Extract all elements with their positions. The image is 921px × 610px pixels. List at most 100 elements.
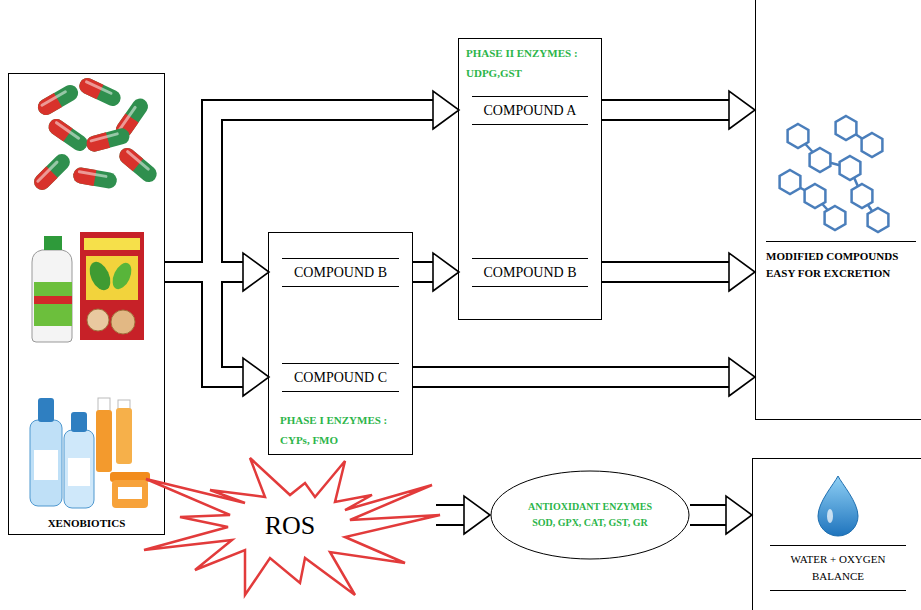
illustration-part bbox=[71, 412, 87, 432]
illustration-part bbox=[40, 90, 67, 108]
block-arrow bbox=[165, 110, 434, 272]
illustration-part bbox=[868, 208, 889, 232]
illustration-part bbox=[118, 105, 138, 131]
node-label: XENOBIOTICS bbox=[9, 516, 164, 530]
arrow-head bbox=[729, 358, 755, 396]
balance-box: WATER + OXYGEN BALANCE bbox=[752, 458, 921, 610]
illustration-part bbox=[34, 450, 58, 480]
arrow-head bbox=[433, 91, 459, 129]
illustration-part bbox=[86, 259, 115, 294]
node-label: COMPOUND C bbox=[282, 369, 399, 386]
illustration-part bbox=[85, 80, 113, 95]
arrow-head bbox=[464, 496, 490, 534]
illustration-part bbox=[34, 296, 72, 304]
illustration-part bbox=[116, 145, 143, 171]
node-label: WATER + OXYGEN BALANCE bbox=[770, 551, 906, 585]
illustration-part bbox=[72, 166, 118, 189]
ellipse-outline bbox=[491, 471, 689, 559]
node-label: COMPOUND B bbox=[282, 264, 399, 281]
illustration-part bbox=[38, 398, 54, 422]
arrow-head bbox=[243, 358, 269, 396]
illustration-part bbox=[89, 132, 119, 143]
illustration-part bbox=[54, 121, 80, 141]
block-arrow bbox=[412, 366, 730, 388]
block-arrow bbox=[412, 368, 730, 386]
rule-frame: COMPOUND B bbox=[472, 258, 588, 287]
molecule-icon bbox=[780, 116, 889, 232]
arrow-outline-layer bbox=[165, 110, 730, 515]
block-arrow bbox=[690, 506, 727, 524]
illustration-part bbox=[77, 75, 124, 108]
rule-frame: COMPOUND B bbox=[282, 258, 399, 287]
block-arrow bbox=[601, 263, 730, 281]
illustration-part bbox=[852, 184, 873, 208]
burst-outline bbox=[144, 458, 440, 595]
rule-frame: COMPOUND C bbox=[282, 363, 399, 392]
ros-burst: ROS bbox=[140, 455, 440, 597]
agro-products bbox=[32, 232, 144, 342]
illustration-part bbox=[36, 160, 59, 183]
illustration-part bbox=[111, 310, 135, 334]
illustration-part bbox=[30, 420, 62, 506]
illustration-part bbox=[862, 133, 883, 157]
illustration-part bbox=[112, 480, 148, 508]
block-arrow bbox=[601, 101, 730, 119]
illustration-part bbox=[836, 116, 857, 140]
block-arrow bbox=[165, 110, 434, 272]
phase-box: PHASE II ENZYMES : UDPG,GSTCOMPOUND ACOM… bbox=[458, 38, 602, 320]
block-arrow bbox=[165, 272, 244, 377]
arrow-head bbox=[433, 253, 459, 291]
capsule-pills bbox=[31, 75, 160, 193]
arrow-head bbox=[726, 496, 752, 534]
illustration-part bbox=[118, 487, 142, 499]
block-arrow bbox=[412, 263, 434, 281]
illustration-part bbox=[96, 410, 112, 472]
rule-frame: COMPOUND A bbox=[472, 96, 588, 125]
arrow-head-layer bbox=[243, 91, 755, 534]
arrow-head bbox=[729, 358, 755, 396]
illustration-part bbox=[68, 458, 90, 486]
illustration-part bbox=[125, 150, 150, 172]
block-arrow bbox=[436, 506, 465, 524]
illustration-part bbox=[72, 166, 118, 189]
illustration-part bbox=[78, 170, 108, 178]
illustration-part bbox=[98, 398, 110, 412]
illustration-part bbox=[86, 256, 138, 300]
compound-entry: COMPOUND B bbox=[269, 258, 412, 287]
arrow-head bbox=[729, 253, 755, 291]
compound-entry: COMPOUND A bbox=[459, 96, 601, 125]
illustration-part bbox=[64, 430, 94, 508]
illustration-part bbox=[34, 282, 72, 326]
ellipse-outline bbox=[490, 470, 690, 560]
illustration-part bbox=[35, 82, 81, 118]
compound-entry: COMPOUND B bbox=[459, 258, 601, 287]
illustration-part bbox=[80, 232, 144, 340]
illustration-part bbox=[32, 250, 72, 342]
block-arrow bbox=[601, 261, 730, 283]
illustration-part bbox=[109, 260, 135, 292]
illustration-part bbox=[45, 116, 72, 142]
illustration-part bbox=[45, 116, 90, 154]
arrow-head bbox=[729, 91, 755, 129]
rule-frame: MODIFIED COMPOUNDS EASY FOR EXCRETION bbox=[766, 241, 916, 282]
arrow-head bbox=[726, 496, 752, 534]
arrow-head bbox=[729, 253, 755, 291]
block-arrow bbox=[412, 261, 434, 283]
block-arrow bbox=[601, 99, 730, 121]
illustration-part bbox=[31, 166, 58, 193]
arrow-head bbox=[243, 358, 269, 396]
arrow-head bbox=[243, 253, 269, 291]
illustration-part bbox=[805, 184, 826, 208]
illustration-part bbox=[840, 156, 861, 180]
illustration-part bbox=[45, 116, 90, 154]
illustration-part bbox=[31, 151, 73, 193]
arrow-head bbox=[464, 496, 490, 534]
arrow-head bbox=[243, 253, 269, 291]
compound-entry: COMPOUND C bbox=[269, 363, 412, 392]
node-label: PHASE I ENZYMES : CYPs, FMO bbox=[280, 410, 405, 450]
cosmetic-products bbox=[30, 398, 150, 508]
illustration-part bbox=[818, 476, 858, 536]
illustration-part bbox=[827, 509, 833, 523]
